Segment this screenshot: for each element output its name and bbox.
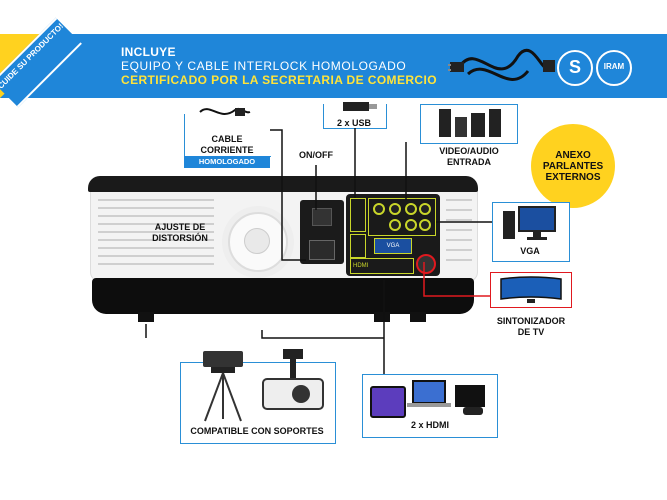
cable-label: CABLE CORRIENTE bbox=[200, 134, 254, 155]
tv-antenna-port[interactable] bbox=[416, 254, 436, 274]
vent-grille bbox=[98, 199, 214, 265]
banner-cert: CERTIFICADO POR LA SECRETARIA DE COMERCI… bbox=[121, 73, 437, 87]
foot-right bbox=[410, 312, 426, 322]
usb-stick-icon bbox=[343, 102, 377, 111]
banner-subtitle: EQUIPO Y CABLE INTERLOCK HOMOLOGADO bbox=[121, 59, 407, 73]
speakers-icon bbox=[439, 109, 501, 137]
vga-label: VGA bbox=[520, 246, 540, 256]
rca-jacks-icon bbox=[373, 203, 431, 231]
seguridad-seal-icon: S bbox=[557, 50, 593, 86]
tv-box bbox=[490, 272, 572, 308]
vga-port[interactable]: VGA bbox=[374, 238, 412, 254]
projector-bottom bbox=[92, 278, 474, 314]
tv-icon bbox=[500, 276, 562, 303]
iram-seal-icon: IRAM bbox=[596, 50, 632, 86]
hdmi-box bbox=[362, 374, 498, 438]
power-cord-icon bbox=[448, 48, 555, 81]
power-switch[interactable] bbox=[312, 208, 332, 226]
soportes-label: COMPATIBLE CON SOPORTES bbox=[190, 426, 324, 436]
cable-icon bbox=[199, 107, 251, 116]
devices-icon bbox=[370, 380, 485, 418]
ceiling-mount-icon bbox=[262, 349, 324, 410]
projector-top bbox=[88, 176, 478, 192]
foot-mid bbox=[374, 312, 390, 322]
onoff-label: ON/OFF bbox=[299, 150, 333, 160]
foot-left bbox=[138, 312, 154, 322]
computer-icon bbox=[503, 206, 556, 240]
tripod-icon bbox=[203, 351, 243, 422]
usb-port-2[interactable] bbox=[350, 234, 366, 258]
hdmi-label: 2 x HDMI bbox=[410, 420, 449, 430]
av-ports[interactable] bbox=[368, 198, 436, 236]
anexo-badge: ANEXO PARLANTES EXTERNOS bbox=[531, 124, 615, 208]
usb-label: 2 x USB bbox=[336, 118, 371, 128]
vent-grille-right bbox=[446, 199, 472, 261]
homologado-badge: HOMOLOGADO bbox=[184, 156, 270, 168]
vga-box bbox=[492, 202, 570, 262]
knob-center bbox=[244, 228, 270, 254]
tv-label: SINTONIZADOR DE TV bbox=[496, 316, 566, 337]
banner-title: INCLUYE bbox=[121, 45, 176, 59]
top-banner: INCLUYE EQUIPO Y CABLE INTERLOCK HOMOLOG… bbox=[0, 34, 667, 98]
hdmi-ports[interactable]: HDMI bbox=[350, 258, 414, 274]
usb-port-1[interactable] bbox=[350, 198, 366, 232]
video-label: VIDEO/AUDIO ENTRADA bbox=[439, 146, 499, 167]
soportes-box bbox=[180, 349, 336, 444]
video-box bbox=[420, 104, 518, 144]
ajuste-label: AJUSTE DE DISTORSIÓN bbox=[152, 222, 208, 243]
distortion-knob[interactable] bbox=[228, 212, 288, 272]
power-socket[interactable] bbox=[309, 240, 335, 260]
